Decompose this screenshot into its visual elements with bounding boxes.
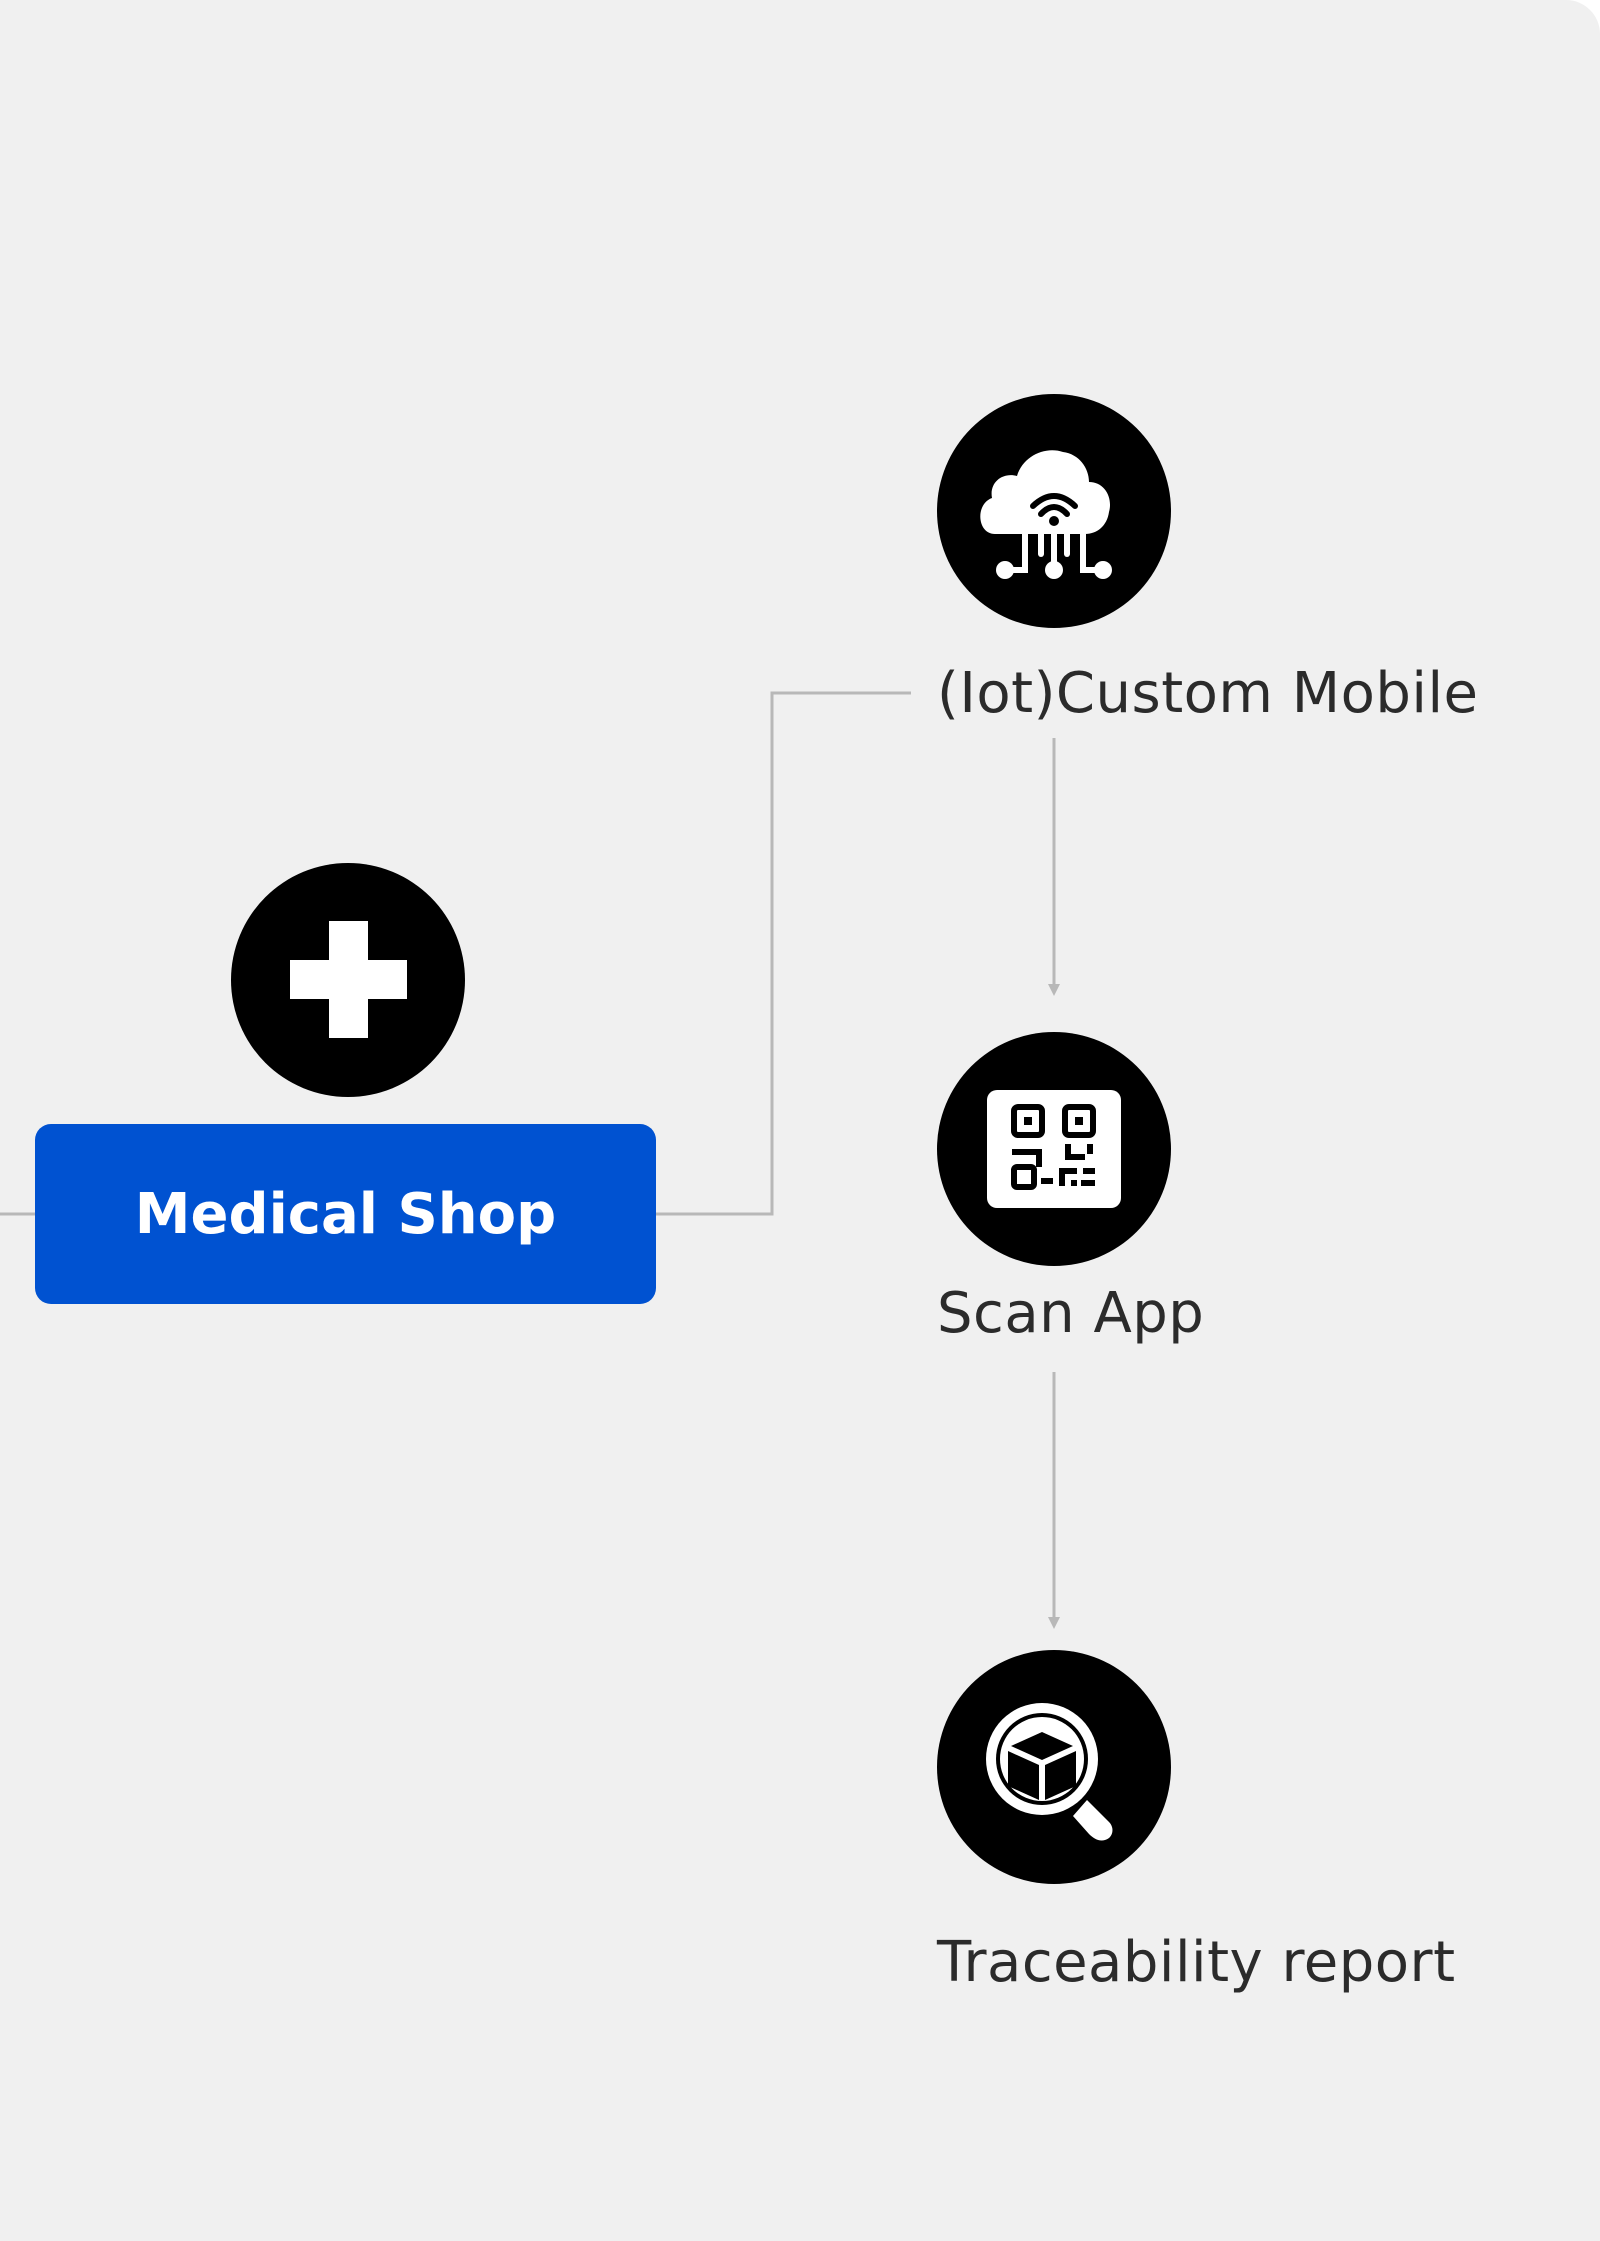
medical-cross-icon: [290, 921, 407, 1038]
iot-custom-mobile-label: (Iot)Custom Mobile: [937, 661, 1479, 726]
medical-shop-node[interactable]: Medical Shop: [35, 1124, 656, 1304]
traceability-report-node-icon: [937, 1650, 1171, 1884]
medical-shop-label: Medical Shop: [134, 1181, 557, 1247]
scan-app-label: Scan App: [937, 1281, 1205, 1346]
cloud-iot-icon: [980, 450, 1112, 579]
package-search-icon: [986, 1703, 1113, 1841]
scan-app-node-icon: [937, 1032, 1171, 1266]
traceability-report-label: Traceability report: [937, 1930, 1456, 1995]
iot-custom-mobile-node-icon: [937, 394, 1171, 628]
qr-code-icon: [987, 1090, 1121, 1208]
medical-shop-node-icon: [231, 863, 465, 1097]
connector-shop-to-iot: [656, 691, 911, 1216]
